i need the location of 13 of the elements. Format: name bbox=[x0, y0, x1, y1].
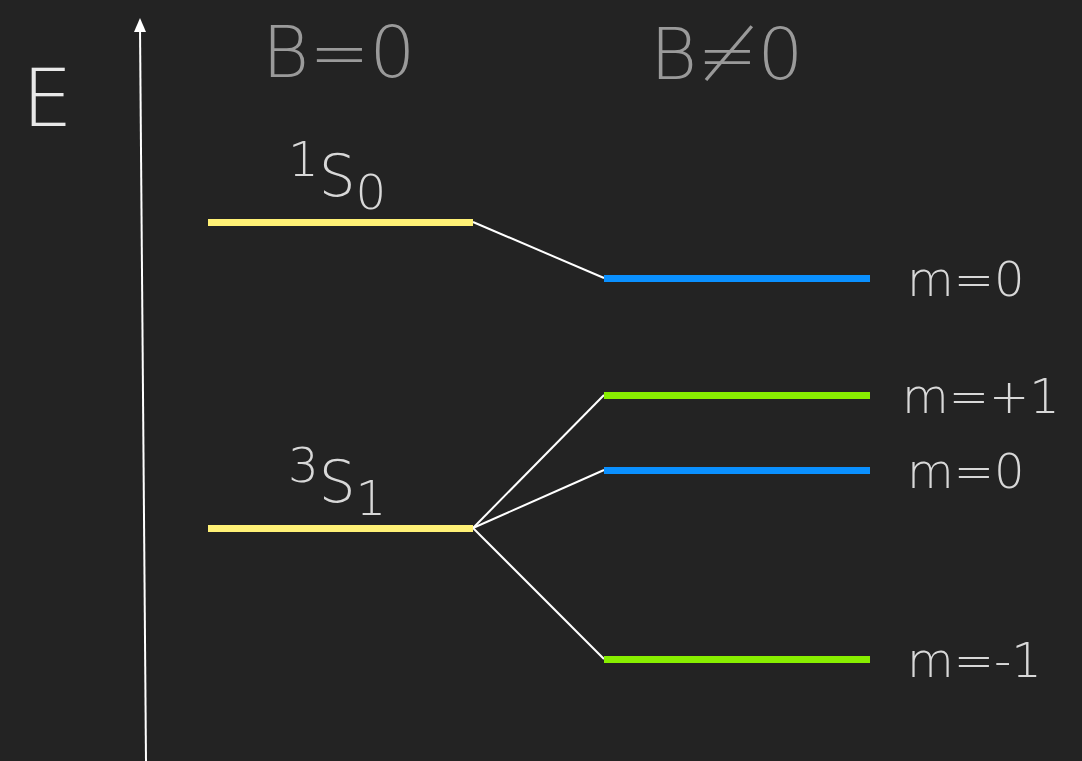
connector-line bbox=[472, 394, 605, 529]
level-label: m=0 bbox=[907, 443, 1025, 499]
level-label: $^{1}$S$_{0}$ bbox=[288, 131, 387, 220]
column-heading: B≠0 bbox=[650, 12, 804, 96]
level-label: m=-1 bbox=[907, 632, 1042, 688]
level-label: m=+1 bbox=[902, 368, 1060, 424]
column-heading: B=0 bbox=[262, 10, 416, 94]
level-label: $^{3}$S$_{1}$ bbox=[288, 437, 387, 526]
axis-label: E bbox=[22, 52, 73, 145]
connector-line bbox=[472, 221, 605, 279]
connector-line bbox=[472, 527, 605, 660]
level-label: m=0 bbox=[907, 251, 1025, 307]
connector-line bbox=[472, 469, 605, 529]
